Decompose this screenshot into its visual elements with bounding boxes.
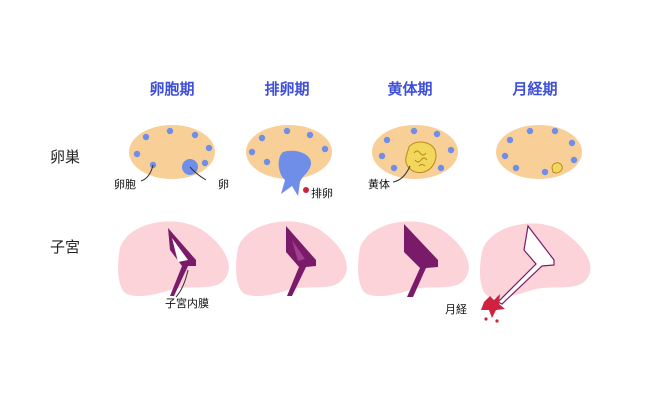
label-menstruation: 月経 <box>445 303 467 316</box>
ruptured-follicle <box>278 150 312 196</box>
uterus-ovulation <box>236 221 347 297</box>
follicle-dot <box>133 150 141 158</box>
ovary-ovulation <box>246 125 332 196</box>
follicle-dot <box>166 127 174 135</box>
follicle-dot <box>201 159 209 167</box>
phase-label-follicular: 卵胞期 <box>149 80 195 98</box>
phase-label-ovulation: 排卵期 <box>264 80 310 98</box>
corpus-albicans <box>551 162 563 174</box>
shed-endometrium <box>496 224 555 305</box>
follicle-dot <box>142 133 150 141</box>
ovary-luteal <box>372 125 458 183</box>
ovary-menstrual <box>496 125 582 179</box>
row-label-uterus: 子宮 <box>50 238 81 256</box>
label-corpus-luteum: 黄体 <box>368 178 390 191</box>
uterus-luteal <box>358 221 469 297</box>
uterus-menstrual <box>480 223 591 323</box>
uterus-shape <box>236 221 347 297</box>
label-egg: 卵 <box>218 178 229 191</box>
follicle-dot <box>191 131 199 139</box>
follicle-dot <box>205 144 213 152</box>
corpus-luteum <box>405 141 437 174</box>
row-label-ovary: 卵巣 <box>50 148 81 166</box>
menstrual-blood <box>481 294 505 323</box>
phase-label-luteal: 黄体期 <box>387 80 433 98</box>
ovary-follicular <box>129 125 215 182</box>
ovary-shape <box>496 125 582 179</box>
label-follicle: 卵胞 <box>114 178 136 191</box>
uterus-follicular <box>118 221 229 298</box>
uterus-shape <box>118 221 229 297</box>
label-endometrium: 子宮内膜 <box>165 297 209 310</box>
label-ovulation: 排卵 <box>311 187 333 200</box>
endometrium-lining <box>404 224 438 297</box>
phase-label-menstrual: 月経期 <box>512 80 558 98</box>
egg-cell <box>303 187 309 193</box>
